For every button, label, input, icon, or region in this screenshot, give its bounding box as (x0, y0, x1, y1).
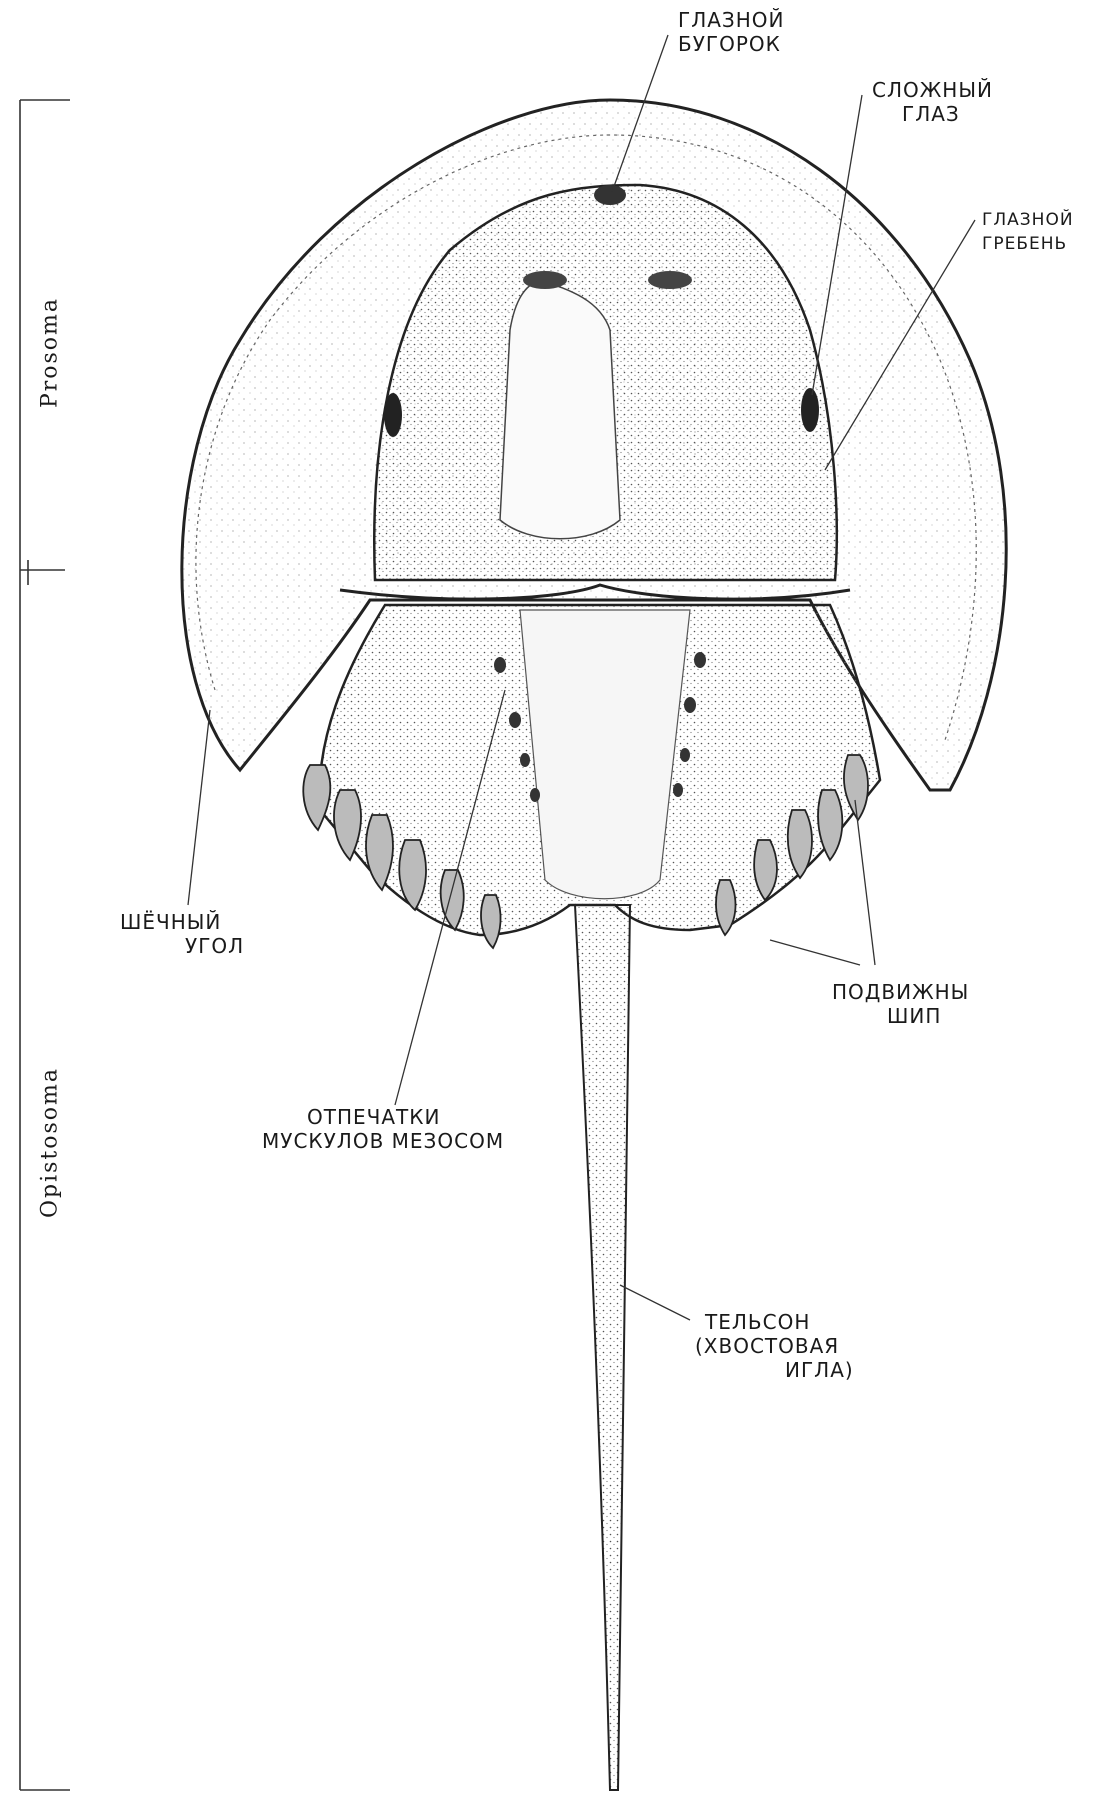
median-eye-tubercle (594, 185, 626, 205)
genal-angle-label: ШЁЧНЫЙ УГОЛ (120, 910, 244, 958)
opistosoma-axis-label: Opistosoma (38, 1048, 63, 1238)
cardiac-lobe (500, 280, 620, 539)
prosoma-axis-label: Prosoma (38, 288, 63, 418)
muscle-scars-label: ОТПЕЧАТКИ МУСКУЛОВ МЕЗОСОМ (262, 1105, 504, 1153)
compound-eye-label: СЛОЖНЫЙ ГЛАЗ (872, 78, 993, 126)
telson (575, 905, 630, 1790)
eye-tubercle-label: ГЛАЗНОЙ БУГОРОК (678, 8, 784, 56)
telson-label: ТЕЛЬСОН (ХВОСТОВАЯ ИГЛА) (695, 1310, 854, 1382)
left-compound-eye (384, 393, 402, 437)
eye-ridge-label: ГЛАЗНОЙ ГРЕБЕНЬ (982, 208, 1074, 256)
movable-spines-label: ПОДВИЖНЫ ШИП (832, 980, 969, 1028)
right-compound-eye (801, 388, 819, 432)
